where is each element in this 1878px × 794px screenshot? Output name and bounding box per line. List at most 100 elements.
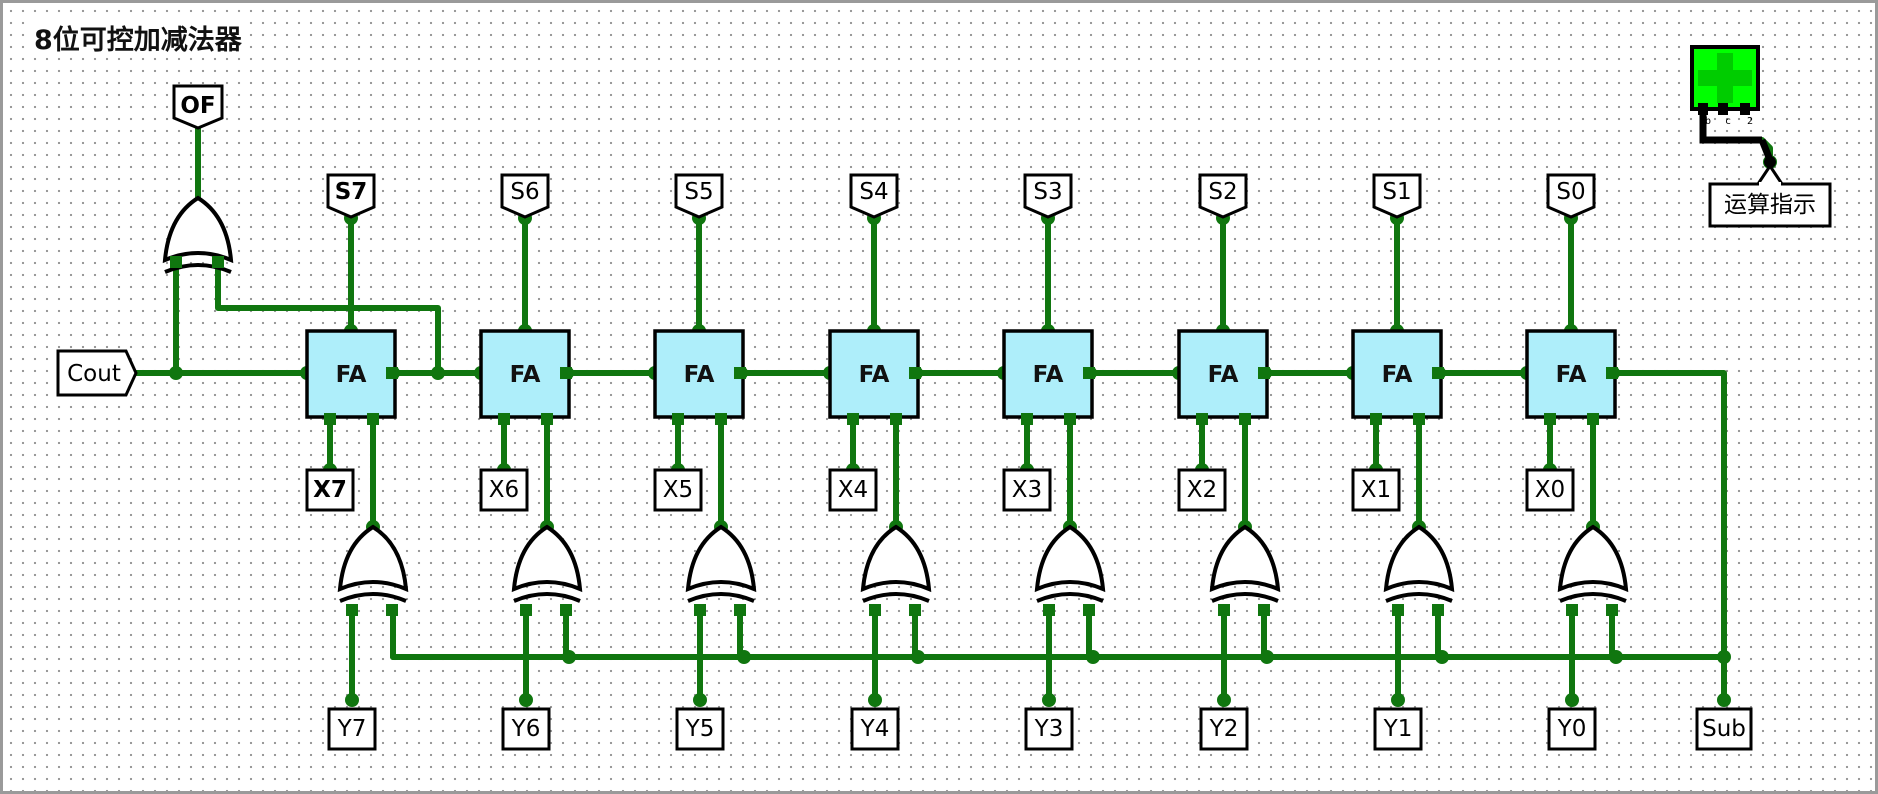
output-pin-label: S1	[1382, 179, 1411, 205]
output-pin-label: S4	[859, 179, 888, 205]
full-adder[interactable]: FA	[828, 329, 920, 419]
full-adder[interactable]: FA	[1002, 329, 1094, 419]
x-input-pin-label: X0	[1535, 477, 1565, 503]
output-pin-label: S7	[335, 179, 368, 205]
pin-connector	[386, 367, 398, 379]
x-input-pin[interactable]	[1002, 468, 1052, 512]
x-input-pin[interactable]	[479, 468, 529, 512]
overflow-pin-label: OF	[180, 93, 215, 119]
carry-out-pin-label: Cout	[67, 361, 121, 387]
y-input-pin[interactable]	[501, 707, 551, 751]
junction-dot	[1609, 650, 1623, 664]
junction-dot	[1565, 693, 1579, 707]
xor-gate-curve	[339, 592, 407, 603]
full-adder[interactable]: FA	[653, 329, 745, 419]
y-input-pin[interactable]	[1199, 707, 1249, 751]
output-pin[interactable]	[500, 173, 550, 219]
carry-out-pin[interactable]	[56, 349, 138, 397]
sub-input-pin[interactable]	[1695, 707, 1753, 751]
full-adder[interactable]: FA	[479, 329, 571, 419]
output-pin-label: S0	[1556, 179, 1585, 205]
pin-connector	[498, 413, 510, 425]
pin-connector	[1392, 604, 1404, 616]
pin-connector	[1258, 367, 1270, 379]
y-input-pin[interactable]	[850, 707, 900, 751]
xor-gate[interactable]	[685, 524, 757, 593]
x-input-pin[interactable]	[653, 468, 703, 512]
overflow-xor-gate[interactable]	[162, 195, 234, 264]
output-pin[interactable]	[1198, 173, 1248, 219]
pin-connector	[1432, 367, 1444, 379]
junction-dot	[345, 693, 359, 707]
full-adder[interactable]: FA	[1351, 329, 1443, 419]
output-pin[interactable]	[1023, 173, 1073, 219]
xor-gate[interactable]	[511, 524, 583, 593]
xor-gate[interactable]	[1557, 524, 1629, 593]
overflow-pin[interactable]	[172, 84, 224, 130]
pin-connector	[346, 604, 358, 616]
pin-connector	[1064, 413, 1076, 425]
output-pin[interactable]	[1546, 173, 1596, 219]
indicator-label: 运算指示	[1724, 192, 1816, 218]
xor-gate[interactable]	[1383, 524, 1455, 593]
y-input-pin[interactable]	[675, 707, 725, 751]
pin-connector	[1239, 413, 1251, 425]
x-input-pin[interactable]	[305, 468, 355, 512]
junction-dot	[1260, 650, 1274, 664]
pin-connector	[1606, 604, 1618, 616]
output-pin[interactable]	[326, 173, 376, 219]
full-adder-box[interactable]	[479, 329, 571, 419]
x-input-pin-label: X1	[1361, 477, 1391, 503]
output-pin[interactable]	[849, 173, 899, 219]
junction-dot	[562, 650, 576, 664]
xor-gate[interactable]	[860, 524, 932, 593]
full-adder-box[interactable]	[653, 329, 745, 419]
junction-dot	[1391, 693, 1405, 707]
of-xor-input-wire	[215, 259, 441, 376]
full-adder[interactable]: FA	[305, 329, 397, 419]
full-adder-label: FA	[1208, 362, 1239, 388]
pin-connector	[909, 367, 921, 379]
output-pin[interactable]	[674, 173, 724, 219]
x-input-pin[interactable]	[1351, 468, 1401, 512]
pin-connector	[367, 413, 379, 425]
junction-dot	[1717, 693, 1731, 707]
pin-connector	[541, 413, 553, 425]
full-adder-label: FA	[1556, 362, 1587, 388]
y-input-pin-label: Y7	[337, 716, 367, 742]
full-adder-label: FA	[859, 362, 890, 388]
xor-gate[interactable]	[1034, 524, 1106, 593]
xor-gate-curve	[1559, 592, 1627, 603]
plus-icon-bar	[1698, 70, 1752, 86]
output-pin-label: S2	[1208, 179, 1237, 205]
x-input-pin[interactable]	[1177, 468, 1227, 512]
y-input-pin[interactable]	[1547, 707, 1597, 751]
junction-dot	[1042, 693, 1056, 707]
full-adder-box[interactable]	[1002, 329, 1094, 419]
junction-dot	[1217, 693, 1231, 707]
full-adder-label: FA	[684, 362, 715, 388]
carry-in-wire	[1612, 370, 1727, 660]
output-pin-label: S3	[1033, 179, 1062, 205]
y-input-pin[interactable]	[1024, 707, 1074, 751]
pin-connector	[1196, 413, 1208, 425]
y-input-pin-label: Y1	[1383, 716, 1413, 742]
y-input-pin[interactable]	[1373, 707, 1423, 751]
full-adder[interactable]: FA	[1525, 329, 1617, 419]
x-input-pin[interactable]	[1525, 468, 1575, 512]
junction-dot	[1435, 650, 1449, 664]
y-input-pin[interactable]	[327, 707, 377, 751]
full-adder[interactable]: FA	[1177, 329, 1269, 419]
x-input-pin[interactable]	[828, 468, 878, 512]
indicator-pin	[1718, 103, 1728, 115]
pin-connector	[560, 604, 572, 616]
pin-connector	[386, 604, 398, 616]
indicator-label-pointer	[1756, 163, 1784, 185]
page-title: 8位可控加减法器	[30, 18, 246, 57]
xor-gate[interactable]	[337, 524, 409, 593]
output-pin[interactable]	[1372, 173, 1422, 219]
junction-dot	[1086, 650, 1100, 664]
xor-gate[interactable]	[1209, 524, 1281, 593]
